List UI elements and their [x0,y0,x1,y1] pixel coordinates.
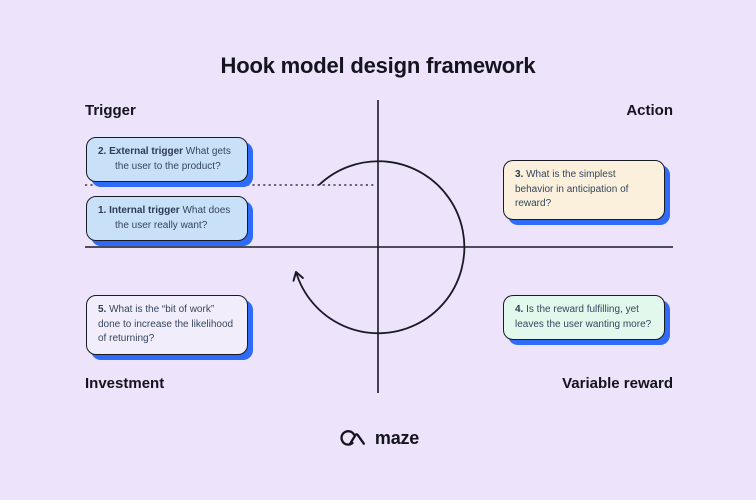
card-action-text: 3. What is the simplest behavior in anti… [515,168,653,212]
card-variable-reward-lead: 4. [515,304,524,315]
page-title: Hook model design framework [220,53,536,78]
card-action-lead: 3. [515,169,524,180]
card-action: 3. What is the simplest behavior in anti… [503,160,665,220]
card-internal-trigger-text: 1. Internal trigger What does the user r… [98,204,236,233]
maze-logo: maze [337,427,419,449]
card-external-trigger-rest: What gets the user to the product? [115,146,231,172]
card-investment-rest: What is the “bit of work” done to increa… [98,304,234,344]
card-investment-text: 5. What is the “bit of work” done to inc… [98,303,236,347]
card-investment: 5. What is the “bit of work” done to inc… [86,295,248,355]
quadrant-label-variable-reward: Variable reward [562,375,673,392]
quadrant-label-action: Action [626,102,673,119]
card-internal-trigger: 1. Internal trigger What does the user r… [86,196,248,241]
card-variable-reward-text: 4. Is the reward fulfilling, yet leaves … [515,303,653,332]
card-external-trigger-lead: 2. External trigger [98,146,184,157]
cycle-arrow [292,160,466,335]
card-external-trigger-text: 2. External trigger What gets the user t… [98,145,236,174]
card-internal-trigger-lead: 1. Internal trigger [98,205,180,216]
maze-logo-wordmark: maze [374,427,420,448]
maze-logo-icon [340,430,365,446]
quadrant-label-investment: Investment [85,375,165,392]
card-external-trigger: 2. External trigger What gets the user t… [86,137,248,182]
card-action-rest: What is the simplest behavior in anticip… [515,169,629,209]
card-variable-reward: 4. Is the reward fulfilling, yet leaves … [503,295,665,340]
quadrant-label-trigger: Trigger [85,102,136,119]
card-internal-trigger-rest: What does the user really want? [115,205,231,231]
card-variable-reward-rest: Is the reward fulfilling, yet leaves the… [515,304,652,330]
card-investment-lead: 5. [98,304,107,315]
